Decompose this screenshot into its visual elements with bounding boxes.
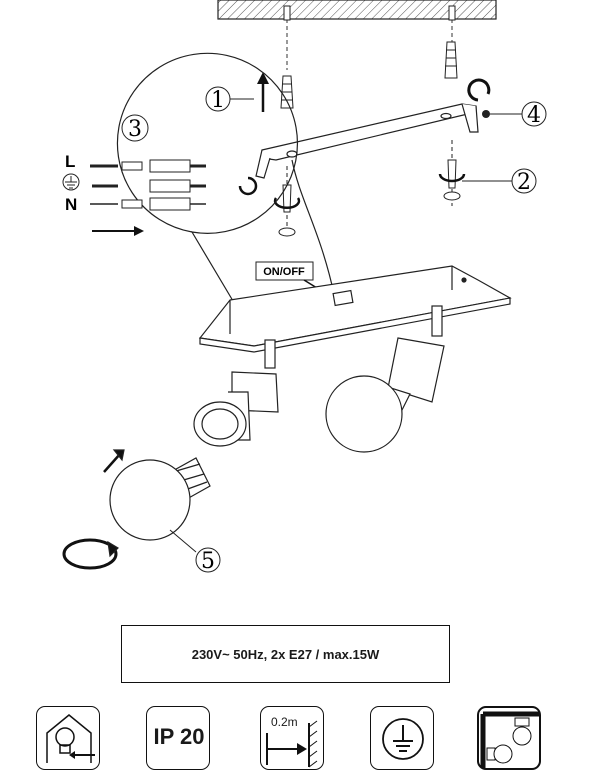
wall-plug-left — [280, 75, 294, 109]
mounting-bracket — [255, 103, 479, 179]
wall-plug-right — [444, 41, 458, 79]
svg-text:4: 4 — [527, 103, 541, 128]
callout-5: 5 — [169, 529, 221, 574]
on-off-switch — [332, 289, 354, 307]
svg-text:2: 2 — [517, 170, 531, 195]
callout-2: 2 — [462, 168, 537, 195]
earth-ground-icon — [62, 173, 80, 191]
neutral-label: N — [65, 195, 77, 214]
spot-head-right — [325, 305, 445, 453]
svg-text:5: 5 — [201, 549, 215, 574]
distance-text: 0.2m — [271, 715, 298, 729]
spec-text: 230V~ 50Hz, 2x E27 / max.15W — [191, 646, 380, 662]
svg-text:1: 1 — [211, 88, 225, 113]
svg-text:3: 3 — [128, 117, 142, 142]
specification-box: 230V~ 50Hz, 2x E27 / max.15W — [121, 625, 450, 683]
lamp-base — [198, 265, 512, 353]
live-label: L — [65, 152, 75, 171]
ip20-icon: IP 20 — [146, 706, 210, 770]
indoor-use-bulb-icon — [36, 706, 100, 770]
insert-arrow-icon — [103, 453, 121, 473]
wiring-detail: 3 L N — [62, 52, 299, 307]
svg-text:ON/OFF: ON/OFF — [263, 266, 305, 278]
min-distance-icon: 0.2m — [260, 706, 324, 770]
ceiling — [217, 0, 497, 70]
callout-4: 4 — [467, 78, 547, 128]
rotate-arrow-icon — [62, 538, 118, 570]
ip-rating-text: IP 20 — [153, 724, 205, 749]
screw-left — [238, 166, 301, 237]
callout-1: 1 — [205, 72, 269, 113]
wall-ceiling-mount-icon — [477, 706, 541, 770]
grub-screw-icon — [482, 110, 490, 118]
rotate-arrow-icon — [467, 78, 491, 102]
protection-class-earth-icon — [370, 706, 434, 770]
screw-right — [438, 140, 466, 206]
rotate-arrow-icon — [273, 197, 301, 210]
spot-head-left — [193, 339, 279, 447]
e27-bulb — [62, 449, 211, 570]
rotate-arrow-icon — [438, 173, 466, 183]
